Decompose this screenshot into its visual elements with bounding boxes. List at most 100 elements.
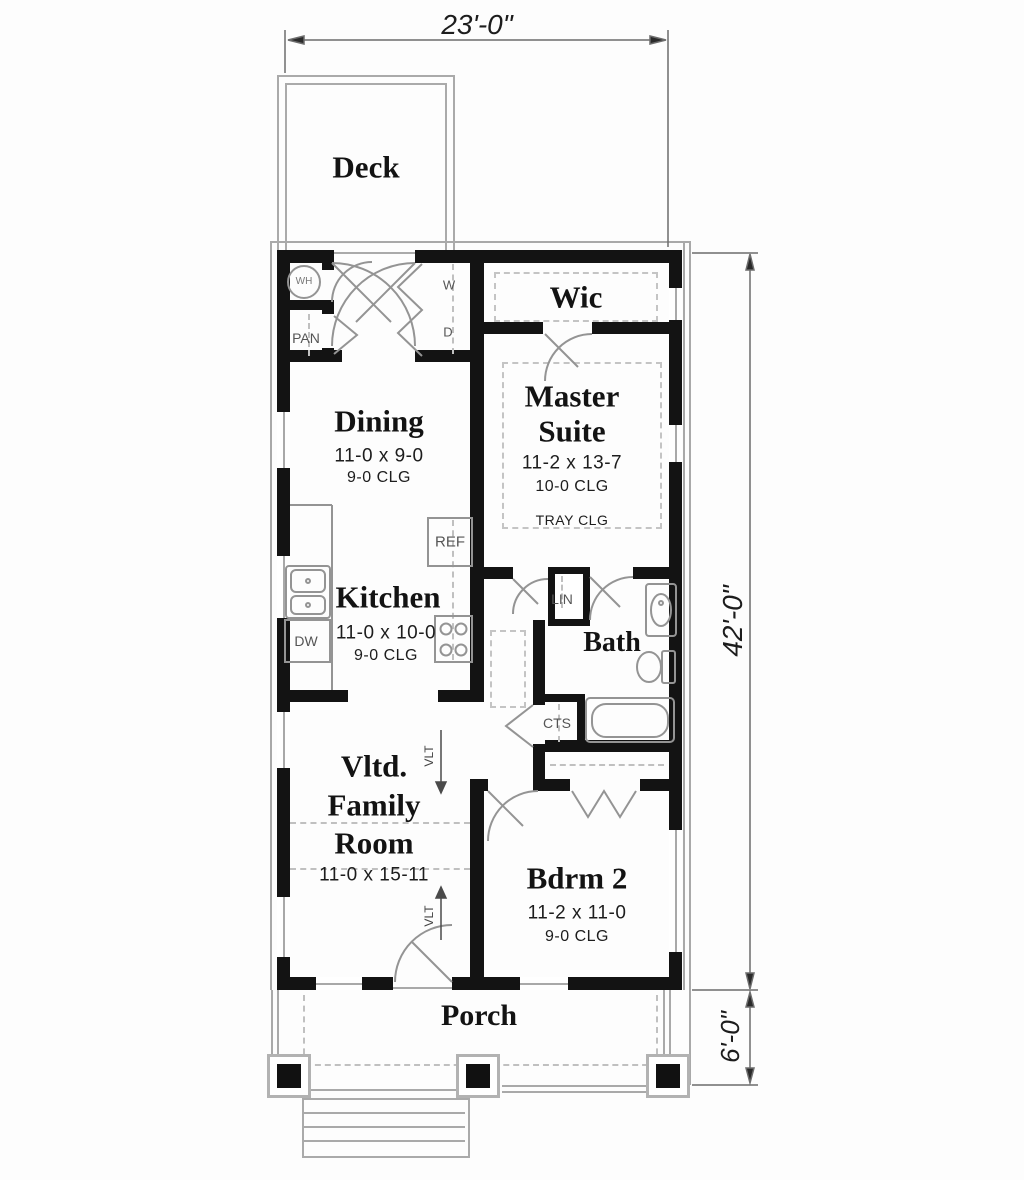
step-line (303, 1140, 465, 1142)
wall (277, 618, 290, 712)
wall (277, 250, 330, 263)
room-size-bdrm2: 11-2 x 11-0 (527, 902, 627, 924)
wall (322, 300, 334, 314)
window (669, 830, 682, 952)
window (316, 977, 362, 990)
room-label-master-1: Master (524, 378, 620, 414)
wall (577, 694, 585, 752)
wall (284, 300, 332, 310)
porch-railing (502, 1091, 648, 1093)
dim-height-label: 42'-0" (717, 585, 748, 657)
porch-column (456, 1054, 500, 1098)
vault-break-line (290, 822, 470, 824)
wic-shelf-dashed (494, 272, 658, 322)
washer-label: W (442, 277, 456, 293)
room-label-porch: Porch (440, 999, 518, 1032)
range-icon (434, 615, 473, 663)
wall (470, 779, 488, 791)
room-label-family-3: Room (334, 825, 414, 861)
wall (322, 250, 334, 270)
window (277, 412, 290, 468)
room-ceiling-dining: 9-0 CLG (347, 469, 411, 486)
wall (669, 250, 682, 288)
vault-label-2: VLT (422, 905, 436, 927)
water-heater-icon (287, 265, 321, 299)
wall (277, 468, 290, 556)
bdrm2-closet-shelf-dashed (550, 764, 664, 766)
eave-line-left (270, 241, 272, 990)
wall (669, 320, 682, 425)
vanity-icon (645, 583, 677, 637)
fridge-label: REF (435, 533, 465, 551)
window (520, 977, 568, 990)
wall (484, 322, 543, 334)
wall (452, 977, 520, 990)
wall (640, 779, 669, 791)
wall (284, 350, 342, 362)
porch-railing (311, 1089, 457, 1091)
wall (533, 620, 545, 705)
water-heater-label: WH (295, 276, 313, 287)
bifold-door (571, 789, 637, 819)
room-label-family-1: Vltd. (340, 748, 408, 784)
wall (362, 977, 393, 990)
vault-break-line (290, 868, 470, 870)
wall (470, 779, 484, 990)
room-ceiling-bdrm2: 9-0 CLG (545, 928, 609, 945)
window (277, 712, 290, 768)
dishwasher-label: DW (294, 633, 318, 649)
closet-door (504, 704, 534, 748)
porch-edge (277, 990, 279, 1066)
steps (302, 1098, 470, 1158)
wall (277, 250, 290, 412)
room-size-family: 11-0 x 15-11 (319, 864, 429, 886)
porch-edge (669, 990, 671, 1066)
porch-column (267, 1054, 311, 1098)
attic-access-dashed (490, 630, 526, 708)
dim-porch-label: 6'-0" (715, 1011, 745, 1063)
wall (277, 768, 290, 897)
step-line (303, 1126, 465, 1128)
room-ceiling-kitchen: 9-0 CLG (354, 647, 418, 664)
cts-shelf-dashed (558, 704, 560, 742)
porch-column (646, 1054, 690, 1098)
wall (568, 977, 682, 990)
wall (277, 957, 290, 990)
door-arc (331, 261, 373, 303)
wall (633, 567, 669, 579)
window (277, 897, 290, 957)
room-label-kitchen: Kitchen (335, 579, 441, 615)
tray-ceiling-dashed (502, 362, 662, 529)
wall (415, 350, 484, 362)
bifold-door (396, 263, 424, 357)
sink-icon (285, 565, 331, 619)
window (669, 425, 682, 462)
eave-line-top (270, 241, 690, 243)
pantry-label: PAN (292, 330, 320, 346)
wall (669, 952, 682, 990)
dim-width-label: 23'-0" (441, 9, 513, 40)
room-size-master: 11-2 x 13-7 (521, 452, 623, 474)
linen-label: LIN (551, 591, 573, 607)
toilet-icon (661, 650, 676, 684)
deck-outline-inner (285, 83, 447, 254)
wall (669, 462, 682, 830)
pantry-shelf-dashed (308, 314, 310, 356)
porch-dashed (303, 995, 305, 1065)
tub-icon (585, 697, 675, 743)
counter-dashed (452, 520, 454, 660)
dryer-label: D (443, 324, 453, 340)
wall (533, 744, 585, 752)
porch-edge (271, 990, 273, 1066)
room-ceiling-master: 10-0 CLG (535, 478, 609, 495)
laundry-dashed (452, 264, 454, 354)
eave-line-right-inner (683, 241, 685, 990)
step-line (303, 1112, 465, 1114)
room-label-wic: Wic (549, 279, 603, 315)
dishwasher-icon (284, 619, 331, 663)
room-label-bath: Bath (583, 627, 641, 658)
coat-closet-label: CTS (543, 715, 571, 731)
window (669, 288, 682, 320)
